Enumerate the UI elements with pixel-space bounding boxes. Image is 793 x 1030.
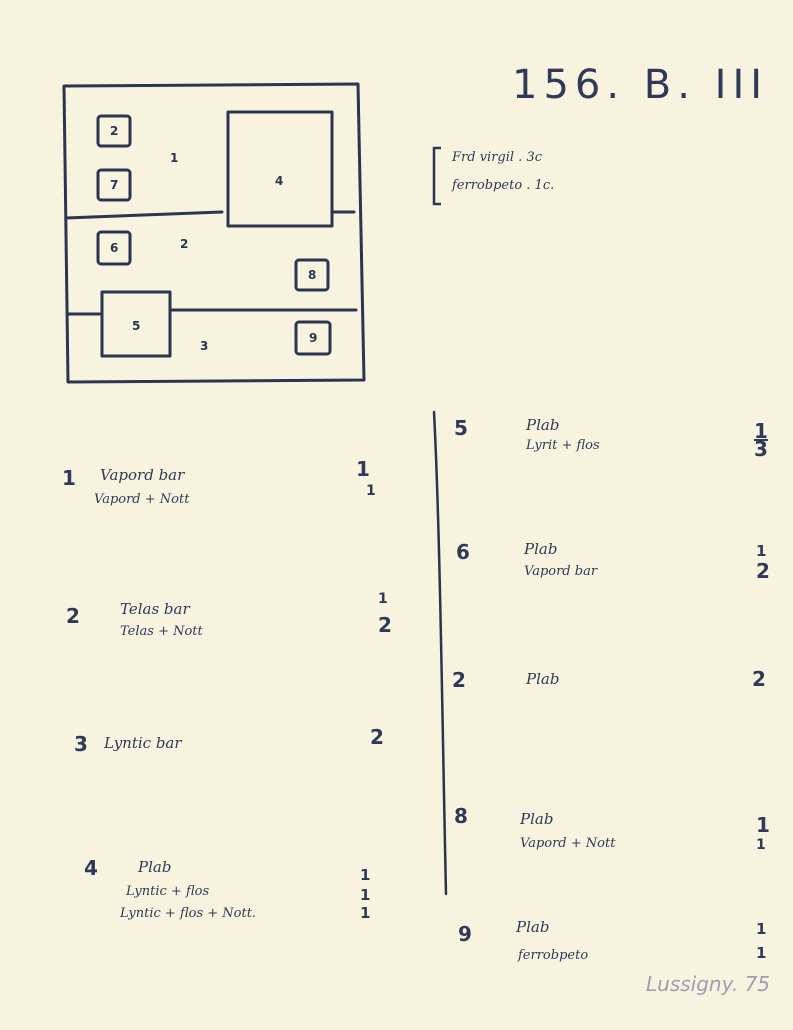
entry-number: 2 xyxy=(66,604,80,628)
entry-value: 1 xyxy=(360,866,371,884)
plan-box-7 xyxy=(96,168,132,202)
entry-line: Lyrit + flos xyxy=(526,438,600,453)
entry-value: 3 xyxy=(754,437,768,461)
entry-line: Plab xyxy=(520,810,554,828)
plan-box-9 xyxy=(294,320,332,356)
entry-number: 3 xyxy=(74,732,88,756)
entry-line: Vapord + Nott xyxy=(520,836,616,851)
entry-number: 5 xyxy=(454,416,468,440)
column-divider xyxy=(432,410,448,896)
entry-value: 1 xyxy=(756,920,767,938)
document-title: 156. B. III xyxy=(512,62,769,108)
entry-line: ferrobpeto xyxy=(518,948,589,963)
entry-line: Telas + Nott xyxy=(120,624,203,639)
entry-line: Plab xyxy=(526,670,560,688)
pencil-signature: Lussigny. 75 xyxy=(646,972,771,996)
entry-line: Plab xyxy=(524,540,558,558)
entry-line: Plab xyxy=(516,918,550,936)
note-line-1: Frd virgil . 3c xyxy=(452,150,542,165)
entry-number: 6 xyxy=(456,540,470,564)
entry-value: 1 xyxy=(366,483,376,499)
plan-box-6 xyxy=(96,230,132,266)
plan-zone-label-1: 1 xyxy=(170,151,178,165)
entry-value: 2 xyxy=(378,613,392,637)
entry-line: Vapord bar xyxy=(100,466,185,484)
entry-value: 1 xyxy=(754,419,768,443)
note-line-2: ferrobpeto . 1c. xyxy=(452,178,555,193)
entry-value: 1 xyxy=(756,944,767,962)
entry-line: Vapord + Nott xyxy=(94,492,190,507)
entry-line: Plab xyxy=(138,858,172,876)
plan-box-2 xyxy=(96,114,132,148)
plan-box-label-2: 2 xyxy=(110,124,118,138)
entry-value: 1 xyxy=(756,837,766,853)
entry-line: Vapord bar xyxy=(524,564,598,579)
note-bracket xyxy=(432,146,441,206)
entry-line: Lyntic bar xyxy=(104,734,182,752)
plan-box-label-7: 7 xyxy=(110,178,118,192)
plan-zone-label-3: 3 xyxy=(200,339,208,353)
plan-outline xyxy=(62,82,366,384)
entry-value: 1 xyxy=(756,813,770,837)
entry-line: Plab xyxy=(526,416,560,434)
entry-value: 2 xyxy=(756,559,770,583)
entry-line: Lyntic + flos xyxy=(126,884,210,899)
floor-plan-diagram: 2 7 4 6 8 5 9 1 2 3 xyxy=(62,82,366,384)
plan-box-5 xyxy=(100,290,172,358)
entry-number: 2 xyxy=(452,668,466,692)
plan-zone-label-2: 2 xyxy=(180,237,188,251)
entry-value: 2 xyxy=(752,667,766,691)
entry-value: 1 xyxy=(360,904,371,922)
entry-value: 1 xyxy=(360,886,371,904)
entry-line: Telas bar xyxy=(120,600,190,618)
entry-value: 1 xyxy=(356,457,370,481)
entry-number: 8 xyxy=(454,804,468,828)
plan-box-label-9: 9 xyxy=(309,331,317,345)
plan-box-4 xyxy=(226,110,334,228)
plan-box-8 xyxy=(294,258,330,292)
plan-box-label-4: 4 xyxy=(275,174,283,188)
entry-number: 4 xyxy=(84,856,98,880)
entry-value: 1 xyxy=(756,542,767,560)
plan-box-label-8: 8 xyxy=(308,268,316,282)
plan-box-label-6: 6 xyxy=(110,241,118,255)
entry-number: 9 xyxy=(458,922,472,946)
plan-divider-1 xyxy=(64,210,224,220)
entry-value: 2 xyxy=(370,725,384,749)
entry-number: 1 xyxy=(62,466,76,490)
entry-value: 1 xyxy=(378,591,388,607)
entry-line: Lyntic + flos + Nott. xyxy=(120,906,257,921)
plan-box-label-5: 5 xyxy=(132,319,140,333)
